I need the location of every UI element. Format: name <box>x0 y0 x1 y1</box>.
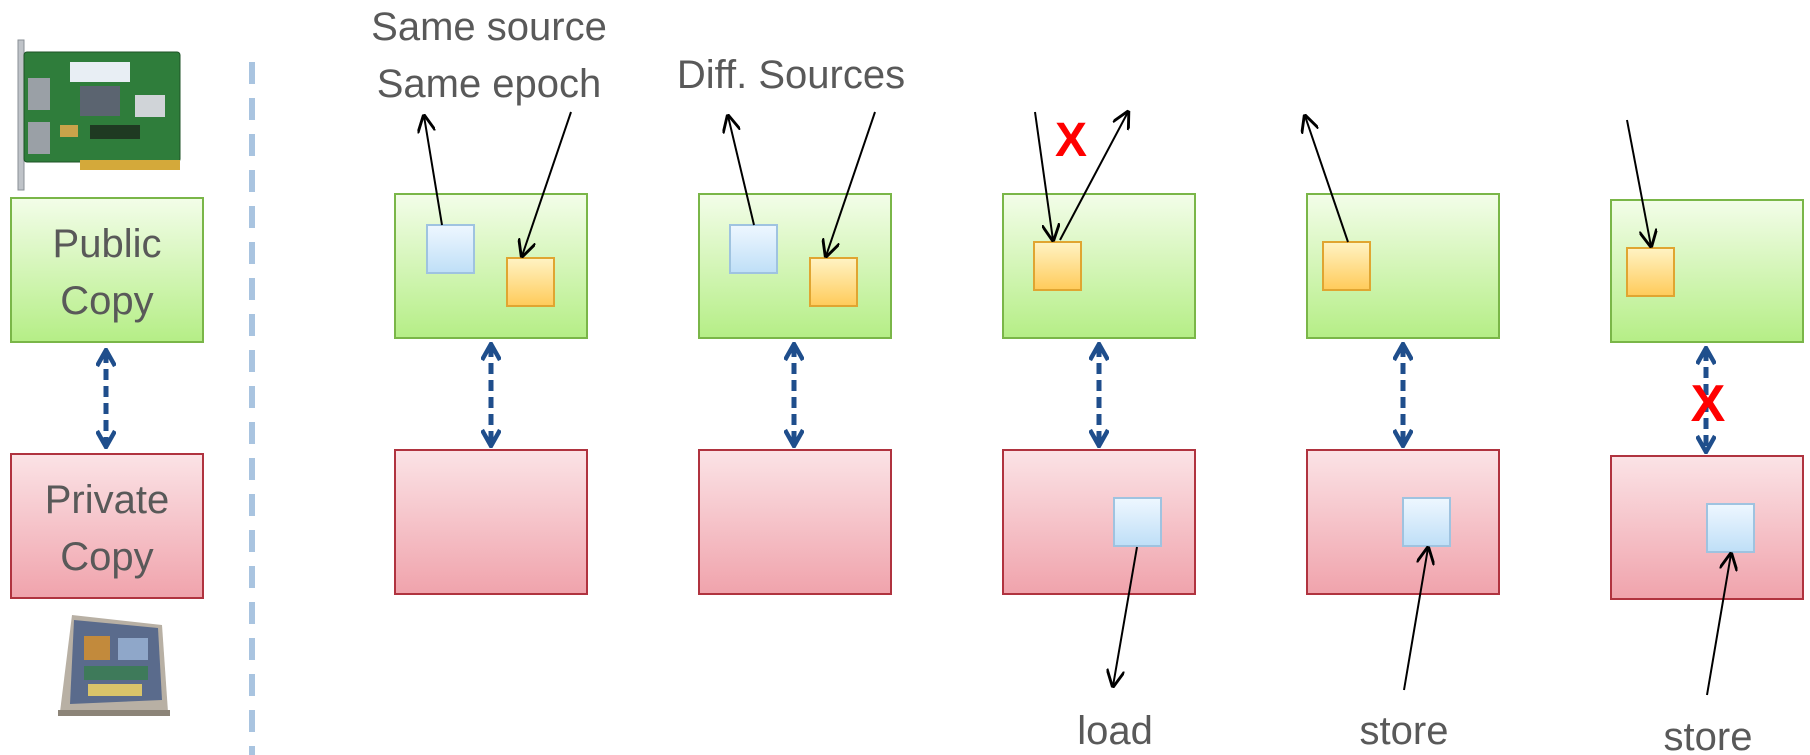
scenario-3-orange-block <box>1033 241 1082 291</box>
scenario-2-orange-block <box>809 257 858 307</box>
legend-private-label-line2: Copy <box>60 535 153 579</box>
scenario-2-caption: Diff. Sources <box>677 53 905 97</box>
scenario-1-in-arrow <box>522 111 572 256</box>
scenario-1-public-copy <box>394 193 588 339</box>
scenario-5-public-copy <box>1610 199 1804 343</box>
scenario-4: store <box>1305 116 1500 753</box>
scenario-3-public-copy <box>1002 193 1196 339</box>
scenario-5-conflict-mark: X <box>1691 375 1726 433</box>
scenario-3-conflict-mark: X <box>1055 114 1087 167</box>
legend-private-label-line1: Private <box>45 478 170 522</box>
processor-chip-image <box>58 615 170 716</box>
scenario-4-orange-block <box>1322 241 1371 291</box>
scenario-4-blue-block <box>1402 497 1451 547</box>
scenario-3-out-arrow <box>1059 112 1128 241</box>
scenario-2-blue-block <box>729 224 778 274</box>
scenario-5: X store <box>1610 119 1804 755</box>
scenario-5-blue-block <box>1706 503 1755 553</box>
legend-private-copy-box <box>10 453 204 599</box>
scenario-4-bottom-label: store <box>1360 709 1449 753</box>
scenario-3-in-arrow <box>1034 111 1053 240</box>
legend-public-label-line1: Public <box>53 222 162 266</box>
scenario-2-private-copy <box>698 449 892 595</box>
scenario-1-caption-line1: Same source <box>371 5 607 49</box>
scenario-4-out-arrow <box>1305 116 1349 243</box>
scenario-1-out-arrow <box>424 116 443 226</box>
scenario-2-out-arrow <box>728 116 755 226</box>
scenario-1: Same source Same epoch <box>371 5 607 595</box>
network-card-image <box>17 39 181 191</box>
scenario-1-orange-block <box>506 257 555 307</box>
scenario-1-blue-block <box>426 224 475 274</box>
scenario-5-store-arrow <box>1706 554 1731 696</box>
scenario-3-blue-block <box>1113 497 1162 547</box>
scenario-3-bottom-label: load <box>1077 709 1153 753</box>
scenario-1-private-copy <box>394 449 588 595</box>
legend-public-copy-box <box>10 197 204 343</box>
scenario-2-in-arrow <box>826 111 876 256</box>
scenario-5-in-arrow <box>1626 119 1651 246</box>
scenario-3-private-copy <box>1002 449 1196 595</box>
scenario-4-store-arrow <box>1403 548 1428 691</box>
scenario-5-bottom-label: store <box>1664 715 1753 755</box>
scenario-3-load-arrow <box>1113 546 1138 686</box>
scenario-3: X load <box>1002 111 1196 753</box>
legend-public-label-line2: Copy <box>60 279 153 323</box>
scenario-2-public-copy <box>698 193 892 339</box>
scenario-2: Diff. Sources <box>677 53 905 595</box>
scenario-5-orange-block <box>1626 247 1675 297</box>
scenario-1-caption-line2: Same epoch <box>377 62 602 106</box>
